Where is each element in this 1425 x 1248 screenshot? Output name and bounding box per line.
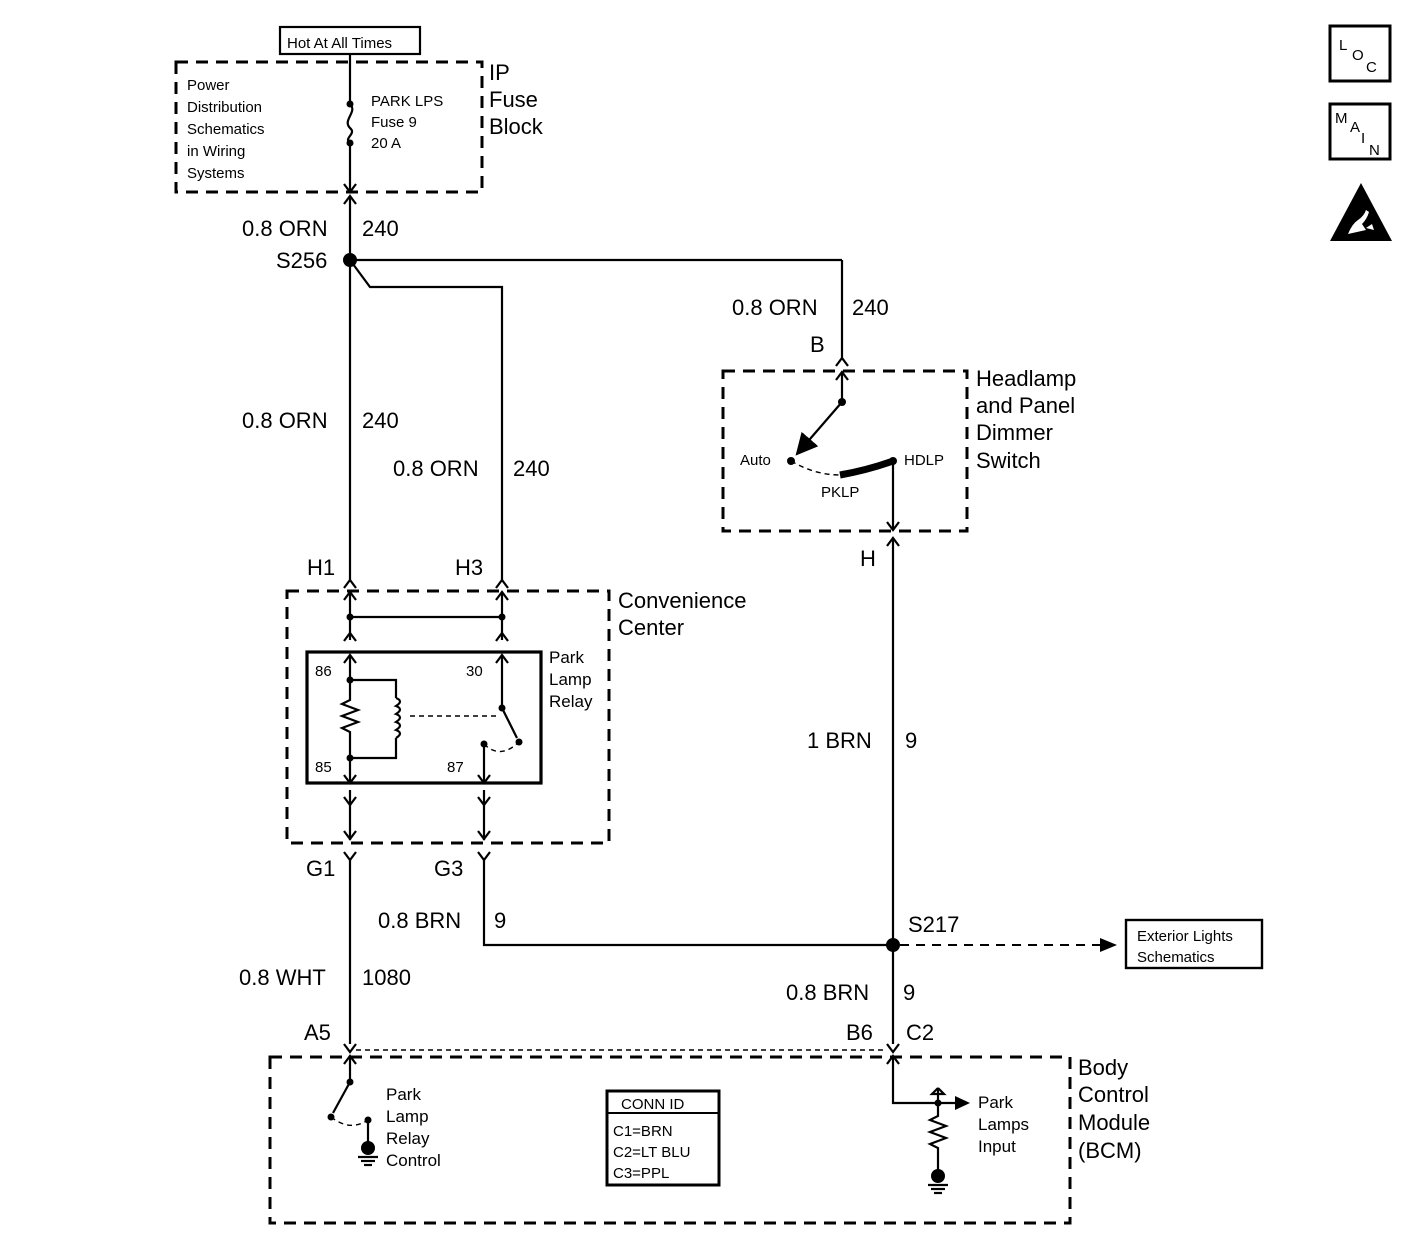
bcm-wire-circuit: 9 (903, 980, 915, 1005)
switch-auto-label: Auto (740, 452, 771, 469)
svg-text:O: O (1352, 47, 1364, 64)
pin-h3: H3 (455, 555, 483, 580)
fuse-symbol (343, 54, 357, 205)
mid-wire-circuit: 240 (513, 456, 550, 481)
mid-wire-gauge: 0.8 ORN (393, 456, 479, 481)
relay-contact-symbol (477, 656, 523, 785)
switch-hdlp-label: HDLP (904, 452, 944, 469)
conn-id-box (605, 1089, 721, 1187)
park-lamps-input-symbol (891, 1058, 970, 1195)
bcm-title: Body Control Module (BCM) (1078, 1055, 1156, 1163)
top-wire-circuit: 240 (362, 216, 399, 241)
terminal-86: 86 (315, 663, 332, 680)
right-wire-gauge: 0.8 ORN (732, 295, 818, 320)
conn-id-title: CONN ID (621, 1096, 685, 1113)
svg-text:I: I (1361, 130, 1365, 147)
g1-wire-circuit: 1080 (362, 965, 411, 990)
exterior-lights-box (1124, 918, 1264, 970)
switch-pin-b: B (810, 332, 825, 357)
convenience-center-title: Convenience Center (618, 588, 753, 640)
pin-g3: G3 (434, 856, 463, 881)
dimmer-switch-symbol (787, 372, 900, 532)
svg-text:M: M (1335, 110, 1348, 127)
svg-text:C: C (1366, 59, 1377, 76)
bcm-wire-gauge: 0.8 BRN (786, 980, 869, 1005)
pin-g1: G1 (306, 856, 335, 881)
loc-icon[interactable]: L O C (1328, 24, 1392, 83)
pin-a5: A5 (304, 1020, 331, 1045)
park-lamps-input-label: Park Lamps Input (978, 1093, 1034, 1156)
h-wire-circuit: 9 (905, 728, 917, 753)
pin-c2: C2 (906, 1020, 934, 1045)
pin-h1: H1 (307, 555, 335, 580)
splice-s256-label: S256 (276, 248, 327, 273)
terminal-85: 85 (315, 759, 332, 776)
esd-warning-icon (1330, 183, 1392, 241)
ip-fuse-block-title: IP Fuse Block (489, 60, 544, 139)
splice-s217-label: S217 (908, 912, 959, 937)
switch-pklp-label: PKLP (821, 484, 859, 501)
park-lamp-relay-box (305, 650, 543, 785)
fuse-label: PARK LPS Fuse 9 20 A (371, 93, 447, 152)
terminal-87: 87 (447, 759, 464, 776)
exterior-lights-label: Exterior Lights Schematics (1137, 928, 1237, 966)
left-wire-circuit: 240 (362, 408, 399, 433)
conn-id-list: C1=BRN C2=LT BLU C3=PPL (613, 1123, 695, 1182)
relay-control-switch-symbol (327, 1058, 378, 1167)
svg-text:N: N (1369, 142, 1380, 159)
bcm-box (268, 1055, 1072, 1225)
left-wire-gauge: 0.8 ORN (242, 408, 328, 433)
relay-coil-symbol (338, 656, 500, 785)
g3-wire-gauge: 0.8 BRN (378, 908, 461, 933)
g3-wire-circuit: 9 (494, 908, 506, 933)
convenience-center-box (285, 589, 611, 845)
relay-control-label: Park Lamp Relay Control (386, 1085, 441, 1170)
top-wire-gauge: 0.8 ORN (242, 216, 328, 241)
right-wire-circuit: 240 (852, 295, 889, 320)
power-distribution-text: Power Distribution Schematics in Wiring … (187, 77, 269, 182)
hot-at-all-times-label: Hot At All Times (287, 35, 392, 52)
headlamp-switch-title: Headlamp and Panel Dimmer Switch (976, 366, 1082, 473)
ip-fuse-block-box (174, 60, 484, 194)
pin-b6: B6 (846, 1020, 873, 1045)
h-wire-gauge: 1 BRN (807, 728, 872, 753)
svg-text:A: A (1350, 119, 1360, 136)
svg-text:L: L (1339, 37, 1347, 54)
g1-wire-gauge: 0.8 WHT (239, 965, 326, 990)
main-icon[interactable]: M A I N (1328, 102, 1392, 161)
park-lamp-relay-label: Park Lamp Relay (549, 648, 596, 711)
terminal-30: 30 (466, 663, 483, 680)
switch-pin-h: H (860, 546, 876, 571)
headlamp-switch-box (721, 369, 969, 533)
